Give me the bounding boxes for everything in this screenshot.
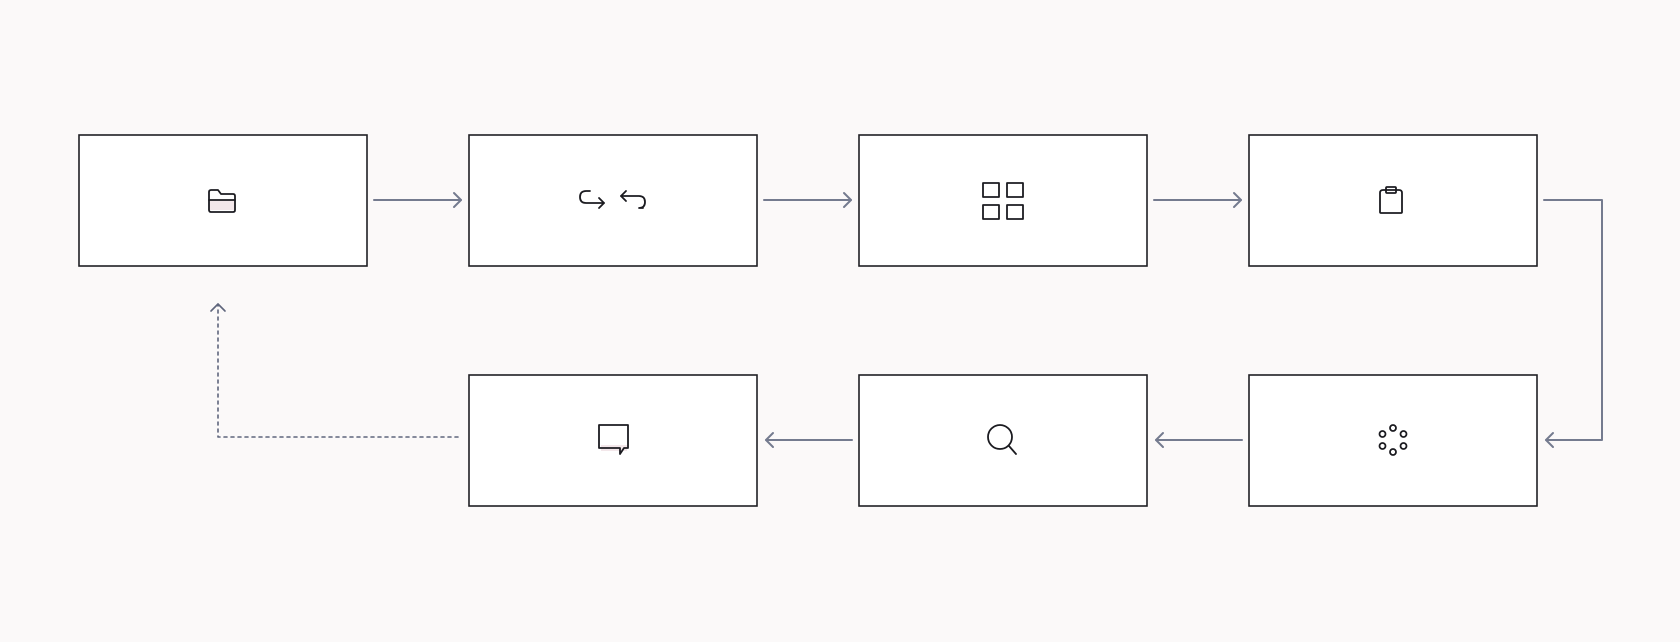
edge-step-2-to-step-3 [763,192,852,208]
edge-step-6-to-step-7 [765,432,853,448]
step-5-box[interactable] [1248,374,1538,507]
step-3-box[interactable] [858,134,1148,267]
redirect-arrows-icon [579,190,646,209]
edge-step-5-to-step-6 [1155,432,1243,448]
step-2-box[interactable] [468,134,758,267]
edge-step-1-to-step-2 [373,192,462,208]
step-6-box[interactable] [858,374,1148,507]
clipboard-icon [1379,186,1403,214]
connectors [210,192,1603,448]
chat-bubble-icon [598,424,629,455]
edge-step-7-to-step-1 [210,303,459,438]
step-4-box[interactable] [1248,134,1538,267]
node-step-2[interactable] [468,134,758,267]
node-step-4[interactable] [1248,134,1538,267]
step-7-box[interactable] [468,374,758,507]
loading-dots-icon [1378,424,1408,456]
node-step-1[interactable] [78,134,368,267]
search-icon [987,424,1017,455]
node-step-5[interactable] [1248,374,1538,507]
grid-icon [982,182,1024,220]
edge-step-4-to-step-5 [1543,199,1603,448]
node-step-3[interactable] [858,134,1148,267]
node-step-6[interactable] [858,374,1148,507]
edge-step-3-to-step-4 [1153,192,1242,208]
folder-icon [208,189,236,213]
node-step-7[interactable] [468,374,758,507]
